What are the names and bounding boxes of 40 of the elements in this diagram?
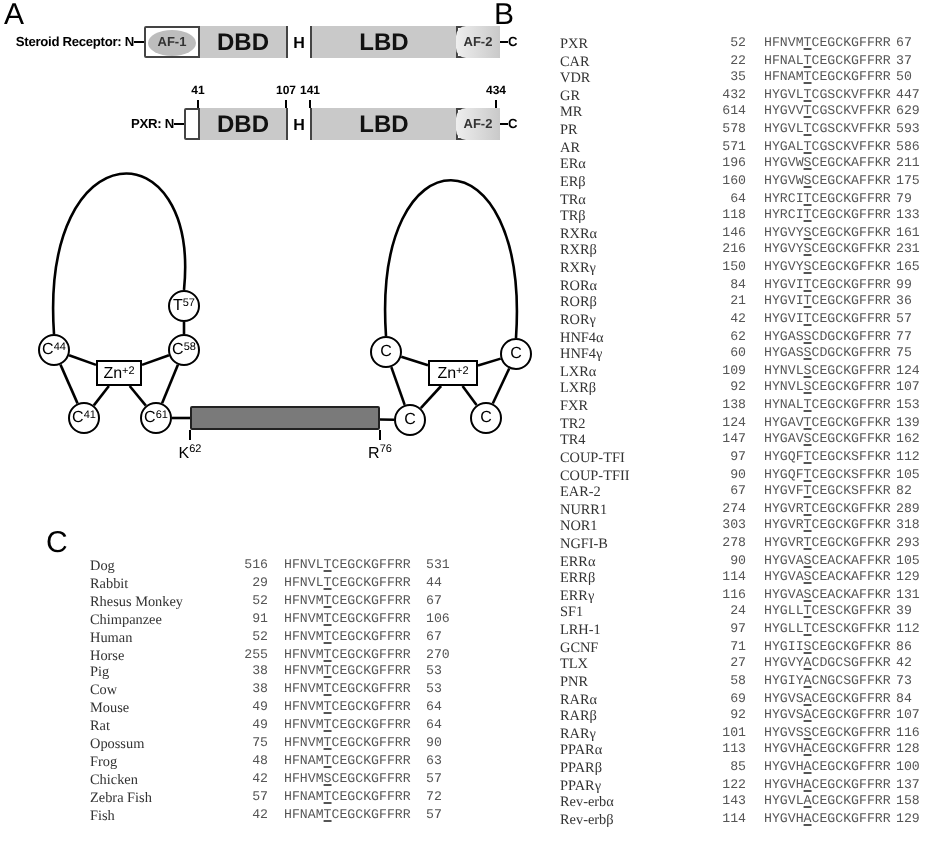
linker-bar [190, 406, 380, 430]
loop-line [52, 172, 186, 334]
domain-segment: LBD [310, 26, 458, 58]
zinc-ion-box: Zn$^{+2}$ [428, 360, 478, 386]
residue-circle: C [500, 338, 532, 370]
residue-label: K$^{62}$ [178, 442, 202, 462]
residue-circle: C [370, 336, 402, 368]
zinc-ion-box: Zn$^{+2}$ [96, 360, 142, 386]
residue-circle: C [470, 402, 502, 434]
connector-line [68, 354, 97, 367]
domain-segment: H [286, 108, 312, 140]
domain-segment: DBD [198, 26, 288, 58]
domain-bar [144, 26, 500, 58]
residue-label: R$^{76}$ [368, 442, 392, 462]
connector-line [400, 355, 429, 367]
panel-letter: A [4, 0, 25, 30]
connector-line [59, 364, 79, 404]
residue-circle: T$^{57}$ [168, 290, 200, 322]
connector-line [128, 385, 147, 407]
domain-segment: DBD [198, 108, 288, 140]
connector-line [141, 354, 170, 367]
domain-segment: H [286, 26, 312, 58]
connector-line [461, 385, 478, 406]
connector-line [419, 385, 443, 410]
connector-line [380, 418, 394, 422]
connector-line [160, 364, 180, 404]
domain-segment: LBD [310, 108, 458, 140]
domain-bar [184, 108, 500, 140]
loop-line [384, 179, 518, 338]
residue-circle: C$^{61}$ [140, 402, 172, 434]
panel-letter: C [46, 528, 68, 558]
panel-letter: B [494, 0, 515, 30]
residue-circle: C [394, 404, 426, 436]
connector-line [92, 385, 110, 407]
residue-circle: C$^{44}$ [38, 334, 70, 366]
connector-line [477, 357, 502, 367]
residue-circle: C$^{58}$ [168, 334, 200, 366]
connector-line [390, 366, 406, 406]
residue-circle: C$^{41}$ [68, 402, 100, 434]
connector-line [491, 367, 511, 405]
